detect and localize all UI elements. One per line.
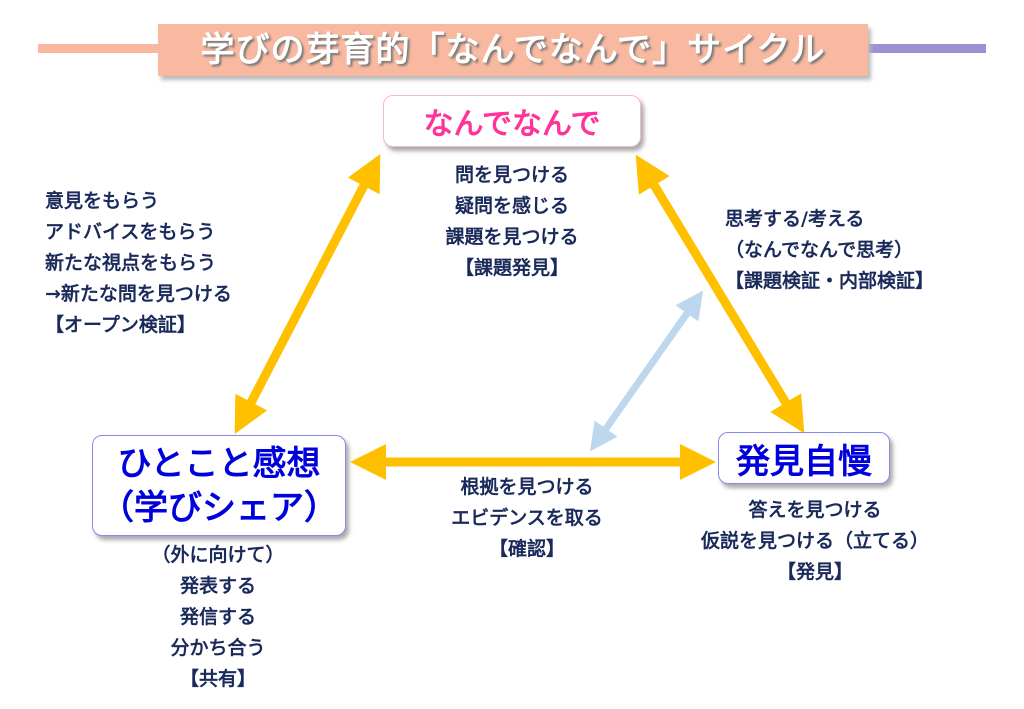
node-nandenande: なんでなんで bbox=[383, 95, 641, 147]
edge-top-right-notes: 思考する/考える （なんでなんで思考） 【課題検証・内部検証】 bbox=[725, 204, 1015, 297]
note: 意見をもらう bbox=[45, 190, 160, 212]
node-hitokoto-kansou: ひとこと感想 （学びシェア） bbox=[92, 435, 346, 536]
note: 【課題検証・内部検証】 bbox=[725, 270, 935, 292]
note: 【確認】 bbox=[488, 538, 565, 560]
right-node-notes: 答えを見つける 仮説を見つける（立てる） 【発見】 bbox=[665, 495, 965, 588]
top-node-notes: 問を見つける 疑問を感じる 課題を見つける 【課題発見】 bbox=[392, 160, 632, 284]
note: エビデンスを取る bbox=[451, 507, 603, 529]
title-line-right bbox=[866, 44, 986, 53]
node-label: なんでなんで bbox=[423, 107, 601, 142]
note: 分かち合う bbox=[170, 637, 266, 659]
note: 問を見つける bbox=[454, 164, 569, 186]
note: 【共有】 bbox=[179, 668, 256, 690]
note: 課題を見つける bbox=[445, 226, 579, 248]
note: 【課題発見】 bbox=[454, 257, 569, 279]
note: 根拠を見つける bbox=[460, 476, 594, 498]
note: 発信する bbox=[179, 606, 256, 628]
node-label: ひとこと感想 bbox=[117, 443, 321, 484]
left-node-notes: （外に向けて） 発表する 発信する 分かち合う 【共有】 bbox=[98, 540, 338, 695]
note: 思考する/考える bbox=[725, 208, 865, 230]
note: 仮説を見つける（立てる） bbox=[700, 530, 929, 552]
page-title: 学びの芽育的「なんでなんで」サイクル bbox=[158, 24, 868, 76]
arrow-top-left bbox=[234, 154, 381, 434]
note: 【オープン検証】 bbox=[45, 314, 196, 336]
note: （なんでなんで思考） bbox=[725, 239, 914, 261]
note: 【発見】 bbox=[776, 561, 853, 583]
note: 疑問を感じる bbox=[454, 195, 569, 217]
node-hakken-jiman: 発見自慢 bbox=[718, 432, 890, 484]
edge-left-right-notes: 根拠を見つける エビデンスを取る 【確認】 bbox=[407, 472, 647, 565]
title-line-left bbox=[38, 44, 160, 53]
arrow-top-right bbox=[635, 154, 805, 434]
note: 答えを見つける bbox=[748, 499, 882, 521]
note: 発表する bbox=[179, 575, 256, 597]
edge-top-left-notes: 意見をもらう アドバイスをもらう 新たな視点をもらう →新たな問を見つける 【オ… bbox=[45, 186, 325, 341]
note: 新たな視点をもらう bbox=[45, 252, 217, 274]
note: （外に向けて） bbox=[151, 544, 285, 566]
node-sublabel: （学びシェア） bbox=[100, 487, 338, 528]
note: アドバイスをもらう bbox=[45, 221, 216, 243]
arrow-light-diagonal bbox=[589, 290, 704, 452]
node-label: 発見自慢 bbox=[736, 441, 872, 482]
note: →新たな問を見つける bbox=[45, 283, 232, 305]
